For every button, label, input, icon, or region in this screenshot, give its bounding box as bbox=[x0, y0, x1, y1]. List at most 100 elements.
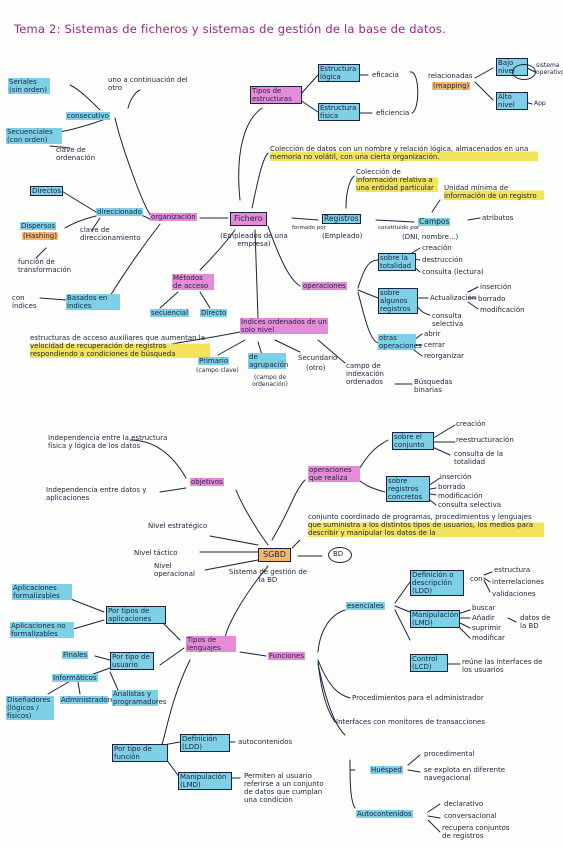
destruccion-label: destrucción bbox=[422, 256, 463, 264]
control-definition: reúne las interfaces de los usuarios bbox=[462, 658, 543, 674]
campo-definition: Unidad mínima de información de un regis… bbox=[444, 184, 544, 200]
page-title: Tema 2: Sistemas de ficheros y sistemas … bbox=[14, 22, 446, 36]
eficacia-label: eficacia bbox=[372, 71, 399, 79]
organizacion-node: organización bbox=[150, 213, 197, 221]
control-lcd-node: Control (LCD) bbox=[410, 654, 448, 672]
primario-node: Primario bbox=[198, 357, 230, 365]
directos-node: Directos bbox=[30, 186, 63, 196]
borrado-label: borrado bbox=[478, 295, 506, 303]
datos-bd-label: datos de la BD bbox=[520, 614, 551, 630]
fichero-example: (Empleados de una empresa) bbox=[220, 232, 288, 248]
tipos-estructuras-node: Tipos de estructuras bbox=[250, 86, 302, 104]
conversacional-label: conversacional bbox=[444, 812, 497, 820]
app-label: App bbox=[534, 100, 546, 107]
seriales-node: Seriales (sin orden) bbox=[8, 78, 50, 94]
operaciones-realiza-node: operaciones que realiza bbox=[308, 466, 360, 482]
metodos-acceso-node: Métodos de acceso bbox=[172, 274, 214, 290]
operaciones-node: operaciones bbox=[302, 282, 347, 290]
indices-ordenados-node: Índices ordenados de un solo nivel bbox=[240, 318, 328, 334]
modificacion-label: modificación bbox=[480, 306, 525, 314]
manipulacion-node: Manipulación (LMD) bbox=[410, 610, 460, 628]
direccionado-label: direccionado bbox=[96, 208, 143, 216]
registros-node: Registros bbox=[322, 214, 361, 224]
relacionadas-label: relacionadas bbox=[428, 72, 473, 80]
buscar-label: buscar bbox=[472, 604, 496, 612]
bd-label: BD bbox=[333, 550, 344, 558]
sistema-operativo-label: sistema operativo bbox=[536, 62, 563, 76]
con-indices-label: con índices bbox=[12, 294, 37, 310]
atributos-label: atributos bbox=[482, 214, 514, 222]
hashing-label: (Hashing) bbox=[22, 232, 58, 240]
campo-ordenacion-label: (campo de ordenación) bbox=[252, 374, 288, 388]
informaticos-node: Informáticos bbox=[52, 674, 98, 682]
finales-node: Finales bbox=[62, 651, 89, 659]
busquedas-binarias: Búsquedas binarias bbox=[414, 378, 453, 394]
sobre-conjunto-node: sobre el conjunto bbox=[392, 432, 434, 450]
apps-no-formalizables: Aplicaciones no formalizables bbox=[10, 622, 74, 638]
independencia-datos-apps: Independencia entre datos y aplicaciones bbox=[46, 486, 147, 502]
sgbd-caption: Sistema de gestión de la BD bbox=[228, 568, 308, 584]
eficiencia-label: eficiencia bbox=[376, 109, 410, 117]
registro-definition: Colección de información relativa a una … bbox=[356, 168, 438, 192]
secundario-node: Secundario bbox=[298, 354, 338, 362]
campo-clave-label: (campo clave) bbox=[196, 367, 239, 374]
con-label: con bbox=[470, 575, 483, 583]
estructura-label: estructura bbox=[494, 566, 531, 574]
sobre-registros-node: sobre registros concretos bbox=[386, 476, 430, 502]
secuencial-node: secuencial bbox=[150, 309, 190, 317]
modificacion2-label: modificación bbox=[438, 492, 483, 500]
nivel-operacional: Nivel operacional bbox=[154, 562, 195, 578]
formado-por-label: formado por bbox=[292, 225, 326, 231]
tipos-lenguajes-node: Tipos de lenguajes bbox=[186, 636, 236, 652]
fichero-definition: Colección de datos con un nombre y relac… bbox=[270, 145, 538, 161]
bajo-nivel-circle bbox=[512, 64, 536, 80]
actualizacion-label: Actualización bbox=[430, 294, 477, 302]
modificar-label: modificar bbox=[472, 634, 505, 642]
esenciales-node: esenciales bbox=[346, 602, 385, 610]
por-tipos-aplicaciones-node: Por tipos de aplicaciones bbox=[106, 606, 166, 624]
otras-operaciones-node: otras operaciones bbox=[378, 334, 422, 350]
alto-nivel-node: Alto nivel bbox=[496, 92, 528, 110]
nivel-tactico: Nivel táctico bbox=[134, 549, 178, 557]
independencia-fisica-logica: Independencia entre la estructura física… bbox=[48, 434, 168, 450]
interfaces-monitores: Interfaces con monitores de transaccione… bbox=[336, 718, 485, 726]
consulta-selectiva2-label: consulta selectiva bbox=[438, 501, 502, 509]
autocontenidos-label: autocontenidos bbox=[238, 738, 293, 746]
apps-formalizables: Aplicaciones formalizables bbox=[12, 584, 72, 600]
procedimental-label: procedimental bbox=[424, 750, 475, 758]
insercion-label: inserción bbox=[480, 283, 512, 291]
consulta-selectiva-label: consulta selectiva bbox=[432, 312, 464, 328]
registros-example: (Empleado) bbox=[322, 232, 363, 240]
manipulacion-lmd-node: Manipulación (LMD) bbox=[178, 772, 232, 790]
basados-indices-node: Basados en índices bbox=[66, 294, 120, 310]
consulta-lectura-label: consulta (lectura) bbox=[422, 268, 484, 276]
creacion2-label: creación bbox=[456, 420, 486, 428]
reestructuracion-label: reestructuración bbox=[456, 436, 514, 444]
otro-label: (otro) bbox=[306, 364, 326, 372]
definicion-ldd-node: Definición (LDD) bbox=[180, 734, 230, 752]
analistas-node: Analistas y programadores bbox=[112, 690, 167, 706]
lmd-definition: Permiten al usuario referirse a un conju… bbox=[244, 772, 324, 804]
sgbd-definition: conjunto coordinado de programas, proced… bbox=[308, 513, 544, 537]
abrir-label: abrir bbox=[424, 330, 441, 338]
estructura-logica: Estructura lógica bbox=[318, 64, 360, 82]
dispersos-node: Dispersos bbox=[20, 222, 57, 230]
consecutivo-label: consecutivo bbox=[66, 112, 110, 120]
borrado2-label: borrado bbox=[438, 483, 466, 491]
declarativo-label: declarativo bbox=[444, 800, 484, 808]
disenadores-node: Diseñadores (lógicos / físicos) bbox=[6, 696, 54, 720]
por-tipo-funcion-node: Por tipo de función bbox=[112, 744, 168, 762]
nivel-estrategico: Nivel estratégico bbox=[148, 522, 208, 530]
bd-circle bbox=[328, 547, 352, 563]
clave-direccionamiento: clave de direccionamiento bbox=[80, 226, 141, 242]
validaciones-label: validaciones bbox=[492, 590, 536, 598]
por-tipo-usuario-node: Por tipo de usuario bbox=[110, 652, 154, 670]
secuenciales-node: Secuenciales (con orden) bbox=[6, 128, 62, 144]
clave-ordenacion: clave de ordenación bbox=[56, 146, 96, 162]
estructuras-acceso-auxiliares: estructuras de acceso auxiliares que aum… bbox=[30, 334, 210, 358]
sgbd-node: SGBD bbox=[258, 548, 291, 562]
suprimir-label: suprimir bbox=[472, 624, 501, 632]
fichero-node: Fichero bbox=[230, 212, 267, 226]
interrelaciones-label: interrelaciones bbox=[492, 578, 544, 586]
